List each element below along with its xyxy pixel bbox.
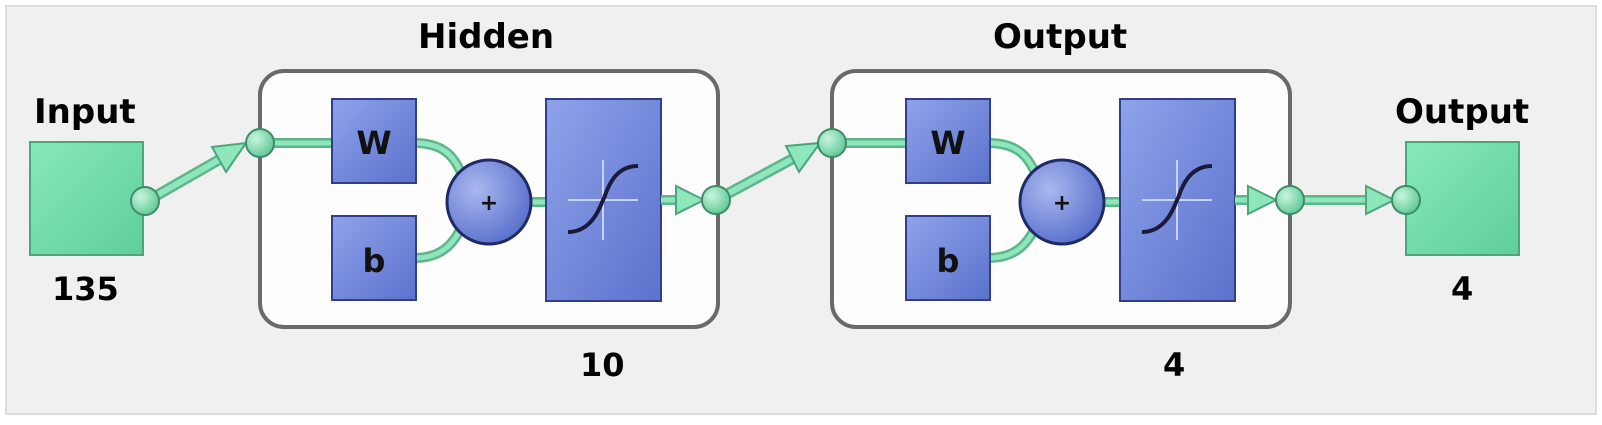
output-size: 4	[1451, 270, 1473, 308]
output-bias-block: b	[905, 215, 991, 301]
hidden-sum-symbol: +	[480, 191, 498, 216]
output-weight-block: W	[905, 98, 991, 184]
output-layer-input-dot	[817, 128, 847, 158]
input-to-hidden-connector	[141, 141, 249, 207]
input-node	[29, 141, 144, 256]
hidden-bias-block: b	[331, 215, 417, 301]
input-output-dot	[130, 186, 160, 216]
sigmoid-icon	[1141, 164, 1213, 234]
output-bias-symbol: b	[937, 242, 960, 280]
output-layer-to-output-connector	[1235, 184, 1397, 216]
output-transfer-function-block	[1119, 98, 1236, 302]
output-layer-output-dot	[1275, 185, 1305, 215]
hidden-output-dot	[701, 185, 731, 215]
output-layer-label: Output	[993, 17, 1127, 57]
sigmoid-icon	[567, 164, 639, 234]
hidden-transfer-function-block	[545, 98, 662, 302]
output-sum-node: +	[1018, 158, 1106, 246]
output-layer-size: 4	[1163, 346, 1185, 384]
hidden-weight-block: W	[331, 98, 417, 184]
hidden-layer-size: 10	[580, 346, 625, 384]
hidden-input-dot	[245, 128, 275, 158]
output-weight-symbol: W	[930, 124, 965, 162]
hidden-bias-symbol: b	[363, 242, 386, 280]
output-node	[1405, 141, 1520, 256]
output-input-dot	[1391, 185, 1421, 215]
input-label: Input	[34, 92, 136, 132]
hidden-weight-symbol: W	[356, 124, 391, 162]
input-size: 135	[52, 270, 119, 308]
output-label: Output	[1395, 92, 1529, 132]
diagram-background	[5, 5, 1597, 415]
hidden-layer-label: Hidden	[418, 17, 554, 57]
output-sum-symbol: +	[1053, 191, 1071, 216]
hidden-sum-node: +	[445, 158, 533, 246]
